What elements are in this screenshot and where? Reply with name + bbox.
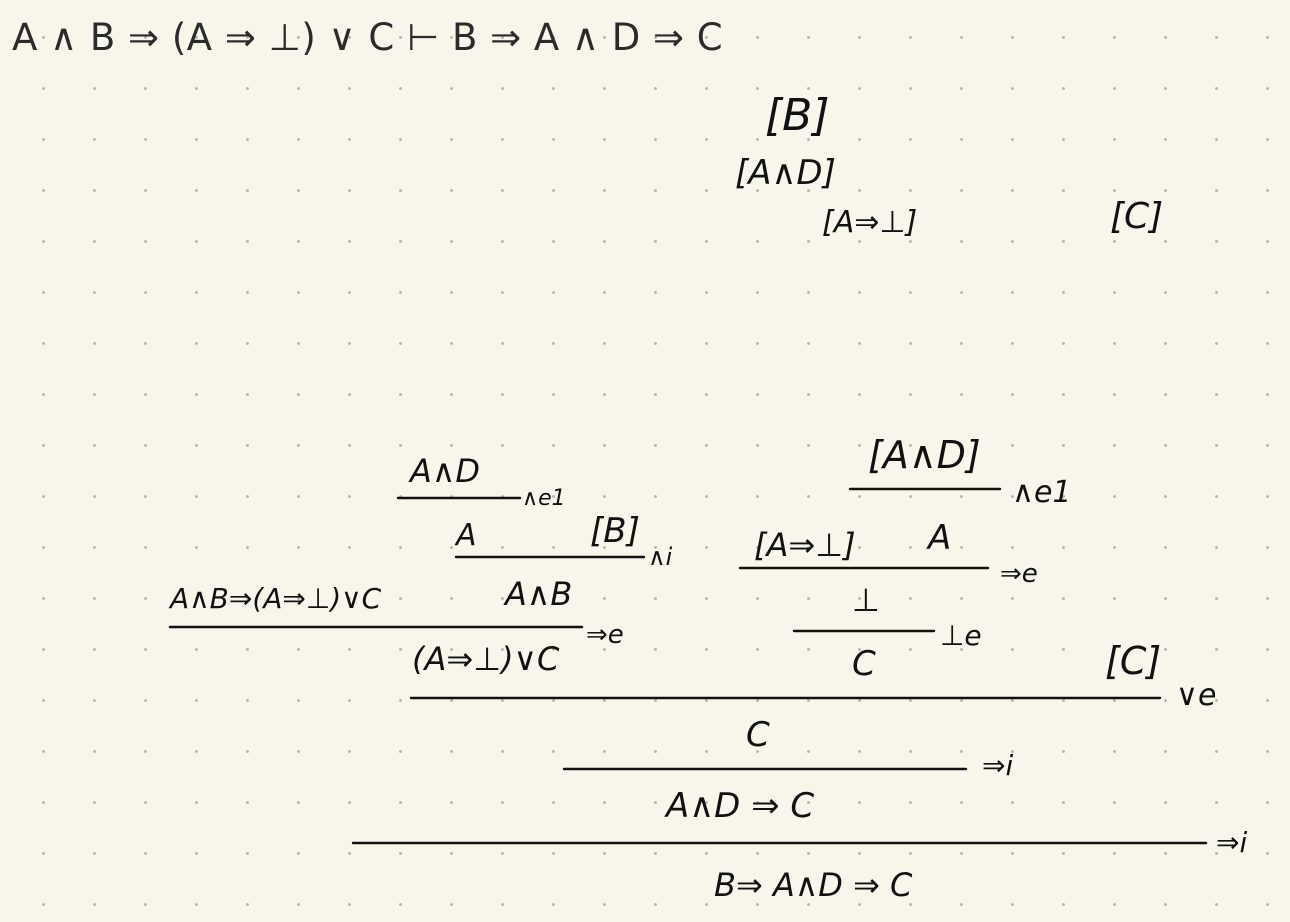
- hyp-a-and-d: [A∧D]: [735, 153, 836, 193]
- rule-label-imp-i1: ⇒i: [982, 749, 1013, 782]
- rule-label-and-e1-left: ∧e1: [522, 486, 566, 511]
- left-premise: A∧D: [408, 452, 480, 490]
- sequent-title: A ∧ B ⇒ (A ⇒ ⊥) ∨ C ⊢ B ⇒ A ∧ D ⇒ C: [12, 16, 724, 59]
- rule-label-imp-i2: ⇒i: [1216, 826, 1247, 859]
- rule-label-and-e1-right: ∧e1: [1012, 475, 1072, 510]
- left-b: [B]: [590, 511, 640, 551]
- rule-label-and-i: ∧i: [648, 543, 673, 571]
- conclusion-imp: A∧D ⇒ C: [664, 786, 814, 826]
- rule-label-imp-e2: ⇒e: [1000, 559, 1038, 589]
- hyp-c: [C]: [1110, 196, 1163, 237]
- case-c: [C]: [1105, 639, 1161, 683]
- final-conclusion: B⇒ A∧D ⇒ C: [714, 866, 913, 904]
- rule-label-or-e: ∨e: [1176, 678, 1216, 713]
- bottom: ⊥: [852, 581, 880, 619]
- rule-label-imp-e1: ⇒e: [586, 620, 624, 650]
- hyp-a-imp-bot: [A⇒⊥]: [822, 205, 917, 240]
- left-a-and-b: A∧B: [503, 575, 572, 613]
- right-premise: [A∧D]: [868, 433, 981, 477]
- hyp-b: [B]: [765, 90, 830, 141]
- conclusion-c: C: [746, 715, 770, 755]
- disjunction: (A⇒⊥)∨C: [412, 640, 560, 678]
- right-a: A: [926, 518, 951, 558]
- right-neg: [A⇒⊥]: [754, 526, 856, 564]
- left-a: A: [454, 518, 477, 553]
- rule-label-bot-e: ⊥e: [940, 619, 982, 652]
- major-premise: A∧B⇒(A⇒⊥)∨C: [168, 582, 382, 615]
- right-c: C: [852, 644, 876, 684]
